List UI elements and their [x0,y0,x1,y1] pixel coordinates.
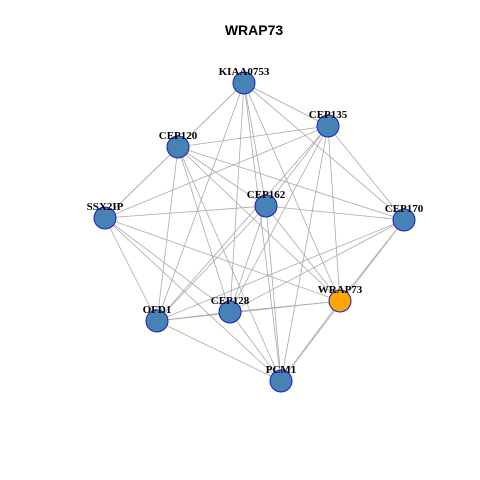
edge-cep135-cep162 [265,125,329,207]
edge-cep162-pcm1 [265,205,282,382]
edge-cep162-wrap73 [265,205,341,302]
node-label-wrap73: WRAP73 [318,284,363,296]
edge-kiaa0753-cep170 [243,82,405,221]
edge-cep120-ofd1 [156,146,179,322]
edge-cep170-cep128 [229,219,405,313]
edge-cep135-ssx2ip [104,125,329,219]
node-label-cep170: CEP170 [385,203,424,215]
edge-cep135-wrap73 [327,125,341,302]
edge-cep120-wrap73 [177,146,341,302]
edge-cep128-pcm1 [229,311,282,382]
graph-title: WRAP73 [225,22,284,38]
edge-cep135-cep128 [229,125,329,313]
edge-wrap73-ofd1 [156,300,341,322]
node-label-ssx2ip: SSX2IP [87,201,124,213]
node-label-cep128: CEP128 [211,295,250,307]
edge-kiaa0753-wrap73 [243,82,341,302]
node-cep120[interactable] [166,135,190,159]
edge-cep162-cep170 [265,205,405,221]
node-cep135[interactable] [316,114,340,138]
edge-cep135-ofd1 [156,125,329,322]
edge-cep128-ofd1 [156,311,231,322]
node-kiaa0753[interactable] [232,71,256,95]
edge-cep162-cep128 [229,205,267,313]
node-cep162[interactable] [254,194,278,218]
edge-cep120-ssx2ip [104,146,179,219]
node-cep170[interactable] [392,208,416,232]
edge-kiaa0753-pcm1 [243,82,282,382]
edge-layer [104,82,405,382]
edge-cep170-ofd1 [156,219,405,322]
edge-wrap73-pcm1 [280,300,341,382]
edge-cep120-cep170 [177,146,405,221]
node-label-pcm1: PCM1 [266,364,297,376]
edge-ssx2ip-ofd1 [104,217,158,322]
node-wrap73[interactable] [328,289,352,313]
node-label-cep120: CEP120 [159,130,198,142]
node-ofd1[interactable] [145,309,169,333]
edge-cep120-cep128 [177,146,231,313]
node-label-kiaa0753: KIAA0753 [219,66,270,78]
edge-cep135-pcm1 [280,125,329,382]
edge-ssx2ip-wrap73 [104,217,341,302]
edge-kiaa0753-cep162 [243,82,267,207]
node-layer [93,71,416,393]
edge-kiaa0753-cep128 [229,82,245,313]
edge-ssx2ip-pcm1 [104,217,282,382]
edge-ofd1-pcm1 [156,320,282,382]
edge-cep162-ssx2ip [104,205,267,219]
node-cep128[interactable] [218,300,242,324]
node-label-ofd1: OFD1 [143,304,172,316]
edge-kiaa0753-cep135 [243,82,329,127]
node-ssx2ip[interactable] [93,206,117,230]
edge-cep135-cep170 [327,125,405,221]
edge-cep120-cep162 [177,146,267,207]
edge-cep120-pcm1 [177,146,282,382]
node-label-cep135: CEP135 [309,109,348,121]
node-label-cep162: CEP162 [247,189,286,201]
edge-ssx2ip-cep128 [104,217,231,313]
node-pcm1[interactable] [269,369,293,393]
edge-cep135-cep120 [177,125,329,148]
edge-kiaa0753-ofd1 [156,82,245,322]
edge-cep162-ofd1 [156,205,267,322]
